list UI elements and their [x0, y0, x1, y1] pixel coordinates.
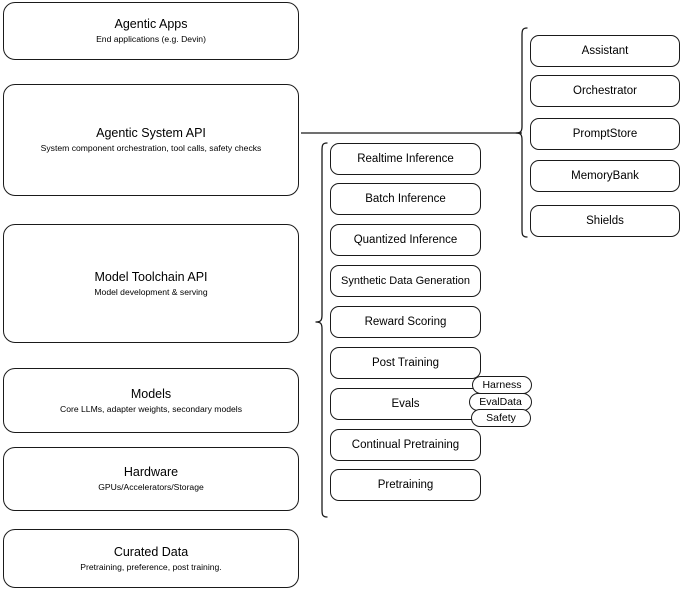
layer-agentic-system-api[interactable]: Agentic System API System component orch…: [3, 84, 299, 196]
layer-subtitle: Core LLMs, adapter weights, secondary mo…: [60, 403, 242, 414]
toolchain-batch-inference[interactable]: Batch Inference: [330, 183, 481, 215]
layer-agentic-apps[interactable]: Agentic Apps End applications (e.g. Devi…: [3, 2, 299, 60]
layer-subtitle: Pretraining, preference, post training.: [80, 561, 222, 572]
layer-subtitle: Model development & serving: [94, 286, 208, 297]
layer-title: Models: [130, 386, 172, 401]
system-component-promptstore[interactable]: PromptStore: [530, 118, 680, 150]
toolchain-post-training[interactable]: Post Training: [330, 347, 481, 379]
layer-hardware[interactable]: Hardware GPUs/Accelerators/Storage: [3, 447, 299, 511]
toolchain-synthetic-data-generation[interactable]: Synthetic Data Generation: [330, 265, 481, 297]
toolchain-quantized-inference[interactable]: Quantized Inference: [330, 224, 481, 256]
toolchain-pretraining[interactable]: Pretraining: [330, 469, 481, 501]
toolchain-continual-pretraining[interactable]: Continual Pretraining: [330, 429, 481, 461]
layer-subtitle: System component orchestration, tool cal…: [40, 143, 262, 153]
toolchain-realtime-inference[interactable]: Realtime Inference: [330, 143, 481, 175]
layer-title: Curated Data: [113, 544, 189, 559]
layer-title: Agentic System API: [96, 126, 206, 140]
layer-title: Hardware: [123, 465, 179, 479]
evals-tag-harness[interactable]: Harness: [472, 376, 532, 394]
layer-title: Agentic Apps: [114, 17, 188, 31]
toolchain-reward-scoring[interactable]: Reward Scoring: [330, 306, 481, 338]
layer-models[interactable]: Models Core LLMs, adapter weights, secon…: [3, 368, 299, 433]
system-component-orchestrator[interactable]: Orchestrator: [530, 75, 680, 107]
layer-subtitle: End applications (e.g. Devin): [96, 34, 206, 44]
layer-subtitle: GPUs/Accelerators/Storage: [98, 482, 204, 492]
system-component-assistant[interactable]: Assistant: [530, 35, 680, 67]
evals-tag-safety[interactable]: Safety: [471, 409, 531, 427]
system-component-memorybank[interactable]: MemoryBank: [530, 160, 680, 192]
system-component-shields[interactable]: Shields: [530, 205, 680, 237]
layer-curated-data[interactable]: Curated Data Pretraining, preference, po…: [3, 529, 299, 588]
toolchain-evals[interactable]: Evals: [330, 388, 481, 420]
layer-model-toolchain-api[interactable]: Model Toolchain API Model development & …: [3, 224, 299, 343]
layer-title: Model Toolchain API: [94, 269, 208, 284]
